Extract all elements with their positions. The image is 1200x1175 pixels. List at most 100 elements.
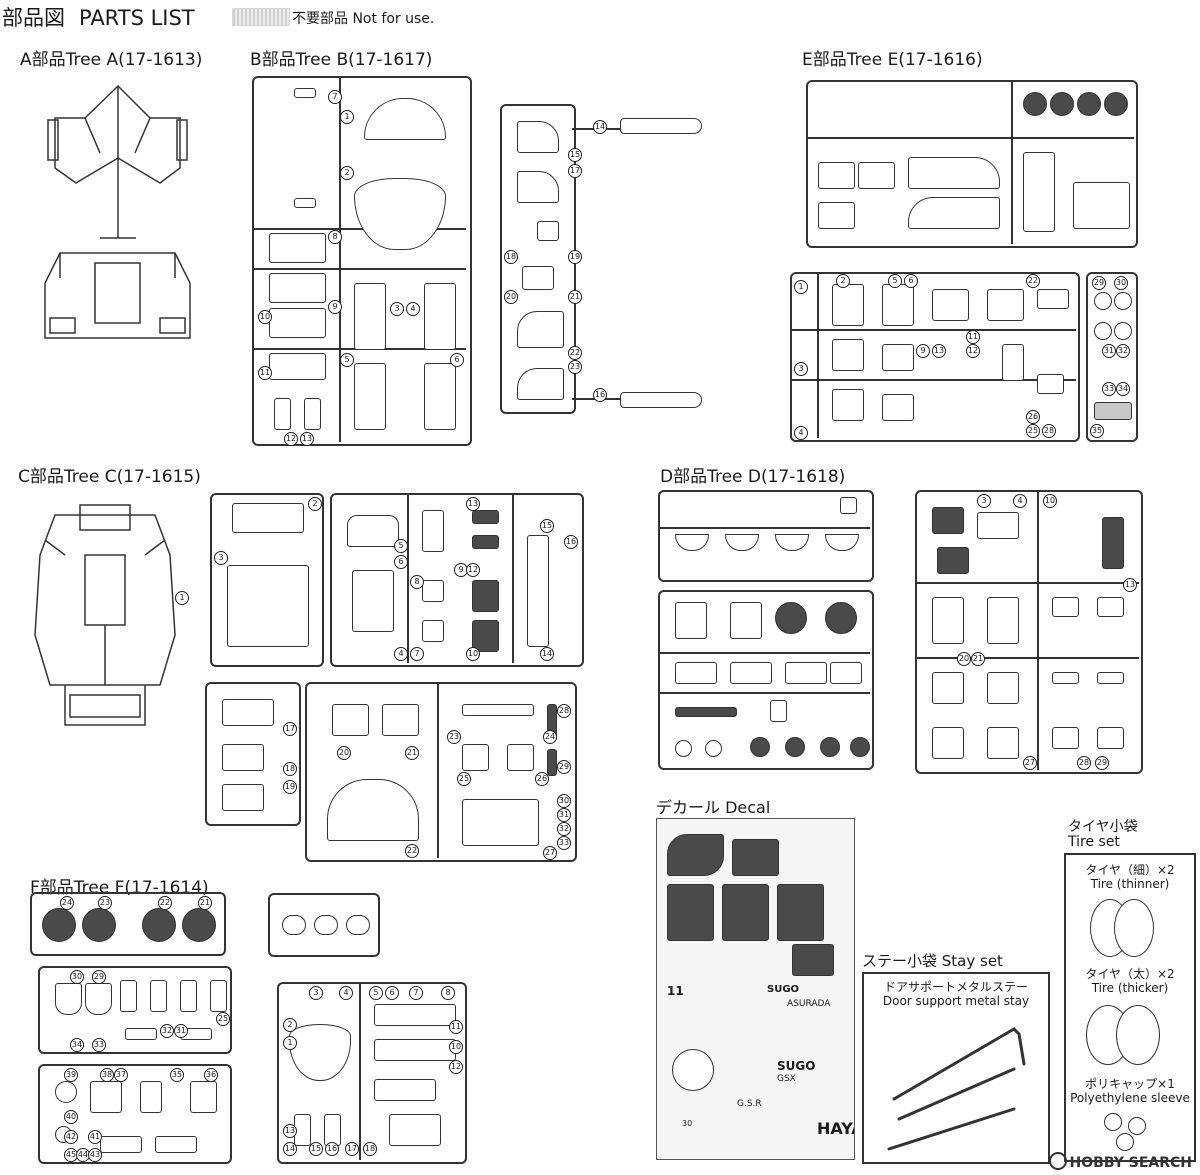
part-shape [825, 534, 859, 551]
part-shape [1094, 402, 1132, 420]
part-shape [1037, 374, 1064, 394]
part-shape [1077, 92, 1101, 116]
part-number-badge: 23 [447, 730, 461, 744]
part-number-badge: 35 [1090, 424, 1104, 438]
part-number-badge: 29 [557, 760, 571, 774]
tree-f-frame-tires: 24 23 22 21 [30, 892, 226, 956]
part-number-badge: 29 [92, 970, 106, 984]
tree-e-frame-top [806, 80, 1138, 248]
tire-thick-jp: タイヤ（太）×2 [1085, 967, 1175, 981]
part-shape [347, 515, 399, 547]
part-number-badge: 17 [345, 1142, 359, 1156]
part-shape [517, 171, 559, 203]
sprue-runner [792, 379, 1076, 381]
tree-c-frame-a: 2 3 [210, 493, 324, 667]
part-number-badge: 22 [405, 844, 419, 858]
part-shape [818, 162, 855, 189]
part-number-badge: 12 [466, 563, 480, 577]
tree-d-frame-b [658, 590, 874, 770]
part-shape [294, 198, 316, 208]
part-shape [522, 266, 554, 290]
part-shape [987, 727, 1019, 759]
part-number-badge: 13 [466, 497, 480, 511]
part-shape [725, 534, 759, 551]
decal-text-gsx: GSX [777, 1074, 796, 1084]
part-shape [182, 908, 216, 942]
part-shape [374, 1079, 436, 1101]
part-number-badge: 32 [557, 822, 571, 836]
part-number-badge: 20 [957, 652, 971, 666]
sprue-runner [254, 228, 466, 230]
part-shape [1052, 727, 1079, 749]
stay-set-box: ドアサポートメタルステー Door support metal stay [862, 972, 1050, 1164]
part-number-badge: 3 [309, 986, 323, 1000]
part-number-badge: 31 [174, 1024, 188, 1038]
part-shape [785, 662, 827, 684]
decal-text-hayato: 30 [682, 1119, 693, 1128]
part-number-badge: 4 [406, 302, 420, 316]
part-shape [932, 289, 969, 321]
part-number-badge: 27 [543, 846, 557, 860]
part-number-badge: 5 [888, 274, 902, 288]
part-shape [1116, 1133, 1134, 1151]
part-number-badge: 20 [504, 290, 518, 304]
part-shape [792, 944, 834, 976]
watermark-text: HOBBY SEARCH [1069, 1155, 1192, 1171]
part-number-badge: 43 [88, 1148, 102, 1162]
part-shape [1052, 672, 1079, 684]
tree-d-title: D部品Tree D(17-1618) [660, 467, 846, 487]
part-number-badge: 13 [283, 1124, 297, 1138]
part-shape [55, 1081, 77, 1103]
tree-a-title: A部品Tree A(17-1613) [20, 50, 203, 70]
part-shape [282, 915, 306, 935]
decal-text-30: HAYATO KAZAMI [817, 1119, 854, 1138]
part-number-badge: 25 [216, 1012, 230, 1026]
part-shape [1094, 292, 1112, 310]
part-number-badge: 10 [258, 310, 272, 324]
part-number-badge: 6 [450, 353, 464, 367]
part-shape [354, 178, 446, 250]
part-number-badge: 33 [1102, 382, 1116, 396]
part-shape [222, 699, 274, 726]
part-number-badge: 8 [328, 230, 342, 244]
part-number-badge: 12 [284, 432, 298, 446]
part-number-badge: 41 [88, 1130, 102, 1144]
part-number-badge: 4 [394, 647, 408, 661]
part-number-badge: 2 [340, 166, 354, 180]
tree-b-side-frame: 15 17 18 19 20 21 22 23 [500, 104, 582, 414]
part-number-badge: 10 [449, 1040, 463, 1054]
part-number-badge: 22 [568, 346, 582, 360]
part-shape [424, 283, 456, 350]
part-number-badge: 25 [457, 772, 471, 786]
part-shape [472, 510, 499, 524]
part-number-badge: 13 [932, 344, 946, 358]
part-shape [785, 737, 805, 757]
part-shape [987, 672, 1019, 704]
part-number-badge: 8 [441, 986, 455, 1000]
tire-thin-jp: タイヤ（細）×2 [1085, 863, 1175, 877]
part-shape [882, 394, 914, 421]
part-shape [830, 662, 862, 684]
part-number-badge: 17 [568, 164, 582, 178]
part-shape [675, 707, 737, 717]
part-shape [858, 162, 895, 189]
part-number-badge: 27 [1023, 756, 1037, 770]
part-number-badge: 15 [568, 148, 582, 162]
part-number-badge: 7 [410, 647, 424, 661]
sprue-runner [660, 527, 870, 529]
part-shape [987, 597, 1019, 644]
part-shape [825, 602, 857, 634]
part-shape [55, 983, 82, 1015]
part-number-badge: 23 [98, 896, 112, 910]
part-number-badge: 12 [966, 344, 980, 358]
decal-text-11: 11 [667, 984, 684, 998]
part-shape [389, 1114, 441, 1146]
part-number-badge: 18 [363, 1142, 377, 1156]
part-shape [908, 157, 1000, 189]
poly-en: Polyethylene sleeve [1070, 1091, 1190, 1105]
part-shape [732, 839, 779, 876]
part-shape [472, 580, 499, 612]
part-shape [820, 737, 840, 757]
part-number-badge: 21 [971, 652, 985, 666]
part-shape [1002, 344, 1024, 381]
